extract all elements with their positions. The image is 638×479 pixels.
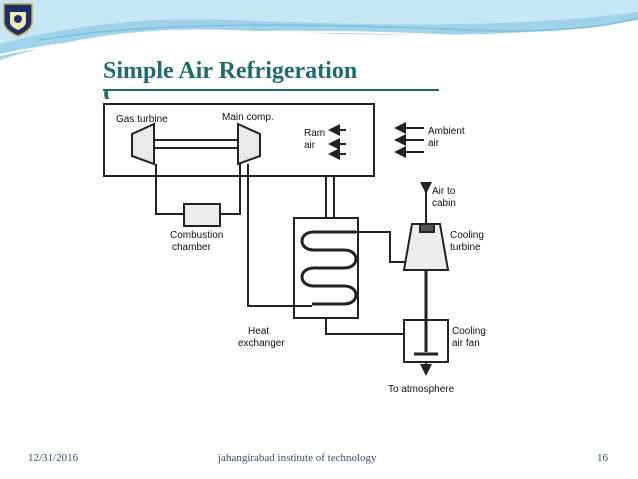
gas-turbine-shape <box>131 122 155 166</box>
slide-title: Simple Air Refrigeration <box>103 58 358 84</box>
combustion-chamber-shape <box>183 203 221 227</box>
label-combustion-chamber-line1: Combustion <box>170 230 223 241</box>
label-heat-exchanger-line1: Heat <box>248 326 269 337</box>
header-wave <box>0 0 638 60</box>
main-compressor-shape <box>237 122 261 166</box>
footer-page-number: 16 <box>597 452 608 464</box>
heat-exchanger-coil <box>300 230 358 306</box>
footer-date: 12/31/2016 <box>28 452 79 464</box>
footer-institute: jahangirabad institute of technology <box>218 452 377 464</box>
title-underline <box>103 89 439 91</box>
label-cooling-air-fan-line1: Cooling <box>452 326 486 337</box>
label-ram-air-line1: Ram <box>304 128 325 139</box>
label-main-comp: Main comp. <box>222 112 274 123</box>
air-refrigeration-diagram: Gas turbine Main comp. Ram air Ambient a… <box>103 103 486 395</box>
label-gas-turbine: Gas turbine <box>116 114 168 125</box>
institute-logo-icon <box>3 3 33 37</box>
label-heat-exchanger-line2: exchanger <box>238 338 285 349</box>
label-ram-air-line2: air <box>304 140 316 151</box>
label-cooling-turbine-line1: Cooling <box>450 230 484 241</box>
label-ambient-air-line1: Ambient <box>428 126 465 137</box>
label-air-to-cabin-line2: cabin <box>432 198 456 209</box>
slide-title-clipped-char: C <box>103 91 117 99</box>
label-combustion-chamber-line2: chamber <box>172 242 212 253</box>
label-ambient-air-line2: air <box>428 138 440 149</box>
label-to-atmosphere: To atmosphere <box>388 384 455 395</box>
label-cooling-air-fan-line2: air fan <box>452 338 480 349</box>
label-air-to-cabin-line1: Air to <box>432 186 456 197</box>
label-cooling-turbine-line2: turbine <box>450 242 481 253</box>
